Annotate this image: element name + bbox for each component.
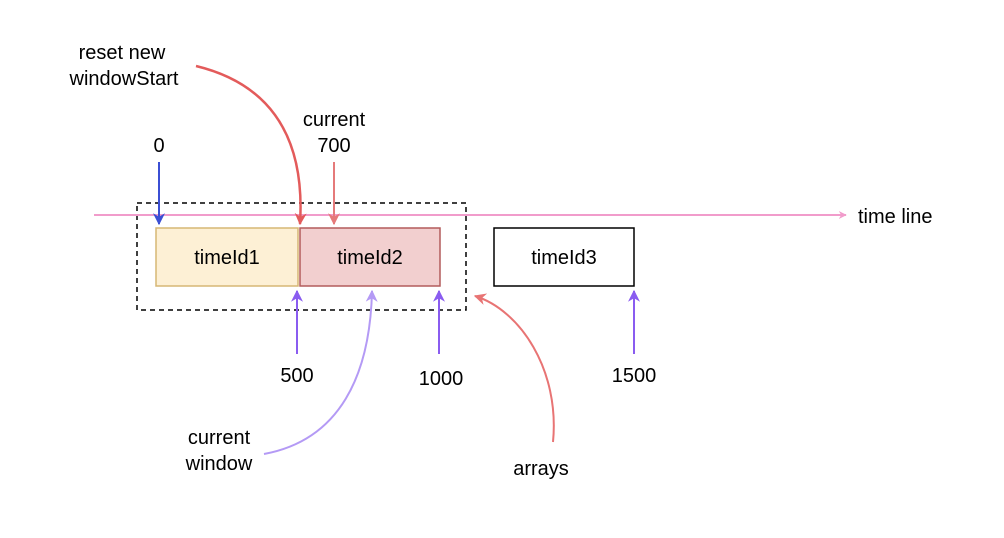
tick-500-label: 500 xyxy=(280,365,313,387)
current-value-label: 700 xyxy=(317,135,350,157)
timeid3-box: timeId3 xyxy=(493,227,635,287)
zero-label: 0 xyxy=(153,135,164,157)
arrays-label: arrays xyxy=(513,458,569,480)
timeid2-label: timeId2 xyxy=(337,247,403,269)
arrays-arrow xyxy=(473,293,555,443)
current-window-label-line1: current xyxy=(188,427,251,449)
timeid1-box: timeId1 xyxy=(155,227,299,287)
timeid2-box: timeId2 xyxy=(299,227,441,287)
tick-1500-label: 1500 xyxy=(612,365,657,387)
current-window-label-line2: window xyxy=(185,453,253,475)
reset-label-line1: reset new xyxy=(79,42,166,64)
timeid1-label: timeId1 xyxy=(194,247,260,269)
current-label: current xyxy=(303,109,366,131)
current-window-arrow xyxy=(263,289,378,455)
time-line-label: time line xyxy=(858,206,932,228)
reset-label-line2: windowStart xyxy=(69,68,179,90)
reset-arrow xyxy=(195,64,307,226)
tick-1000-label: 1000 xyxy=(419,368,464,390)
timeid3-label: timeId3 xyxy=(531,247,597,269)
